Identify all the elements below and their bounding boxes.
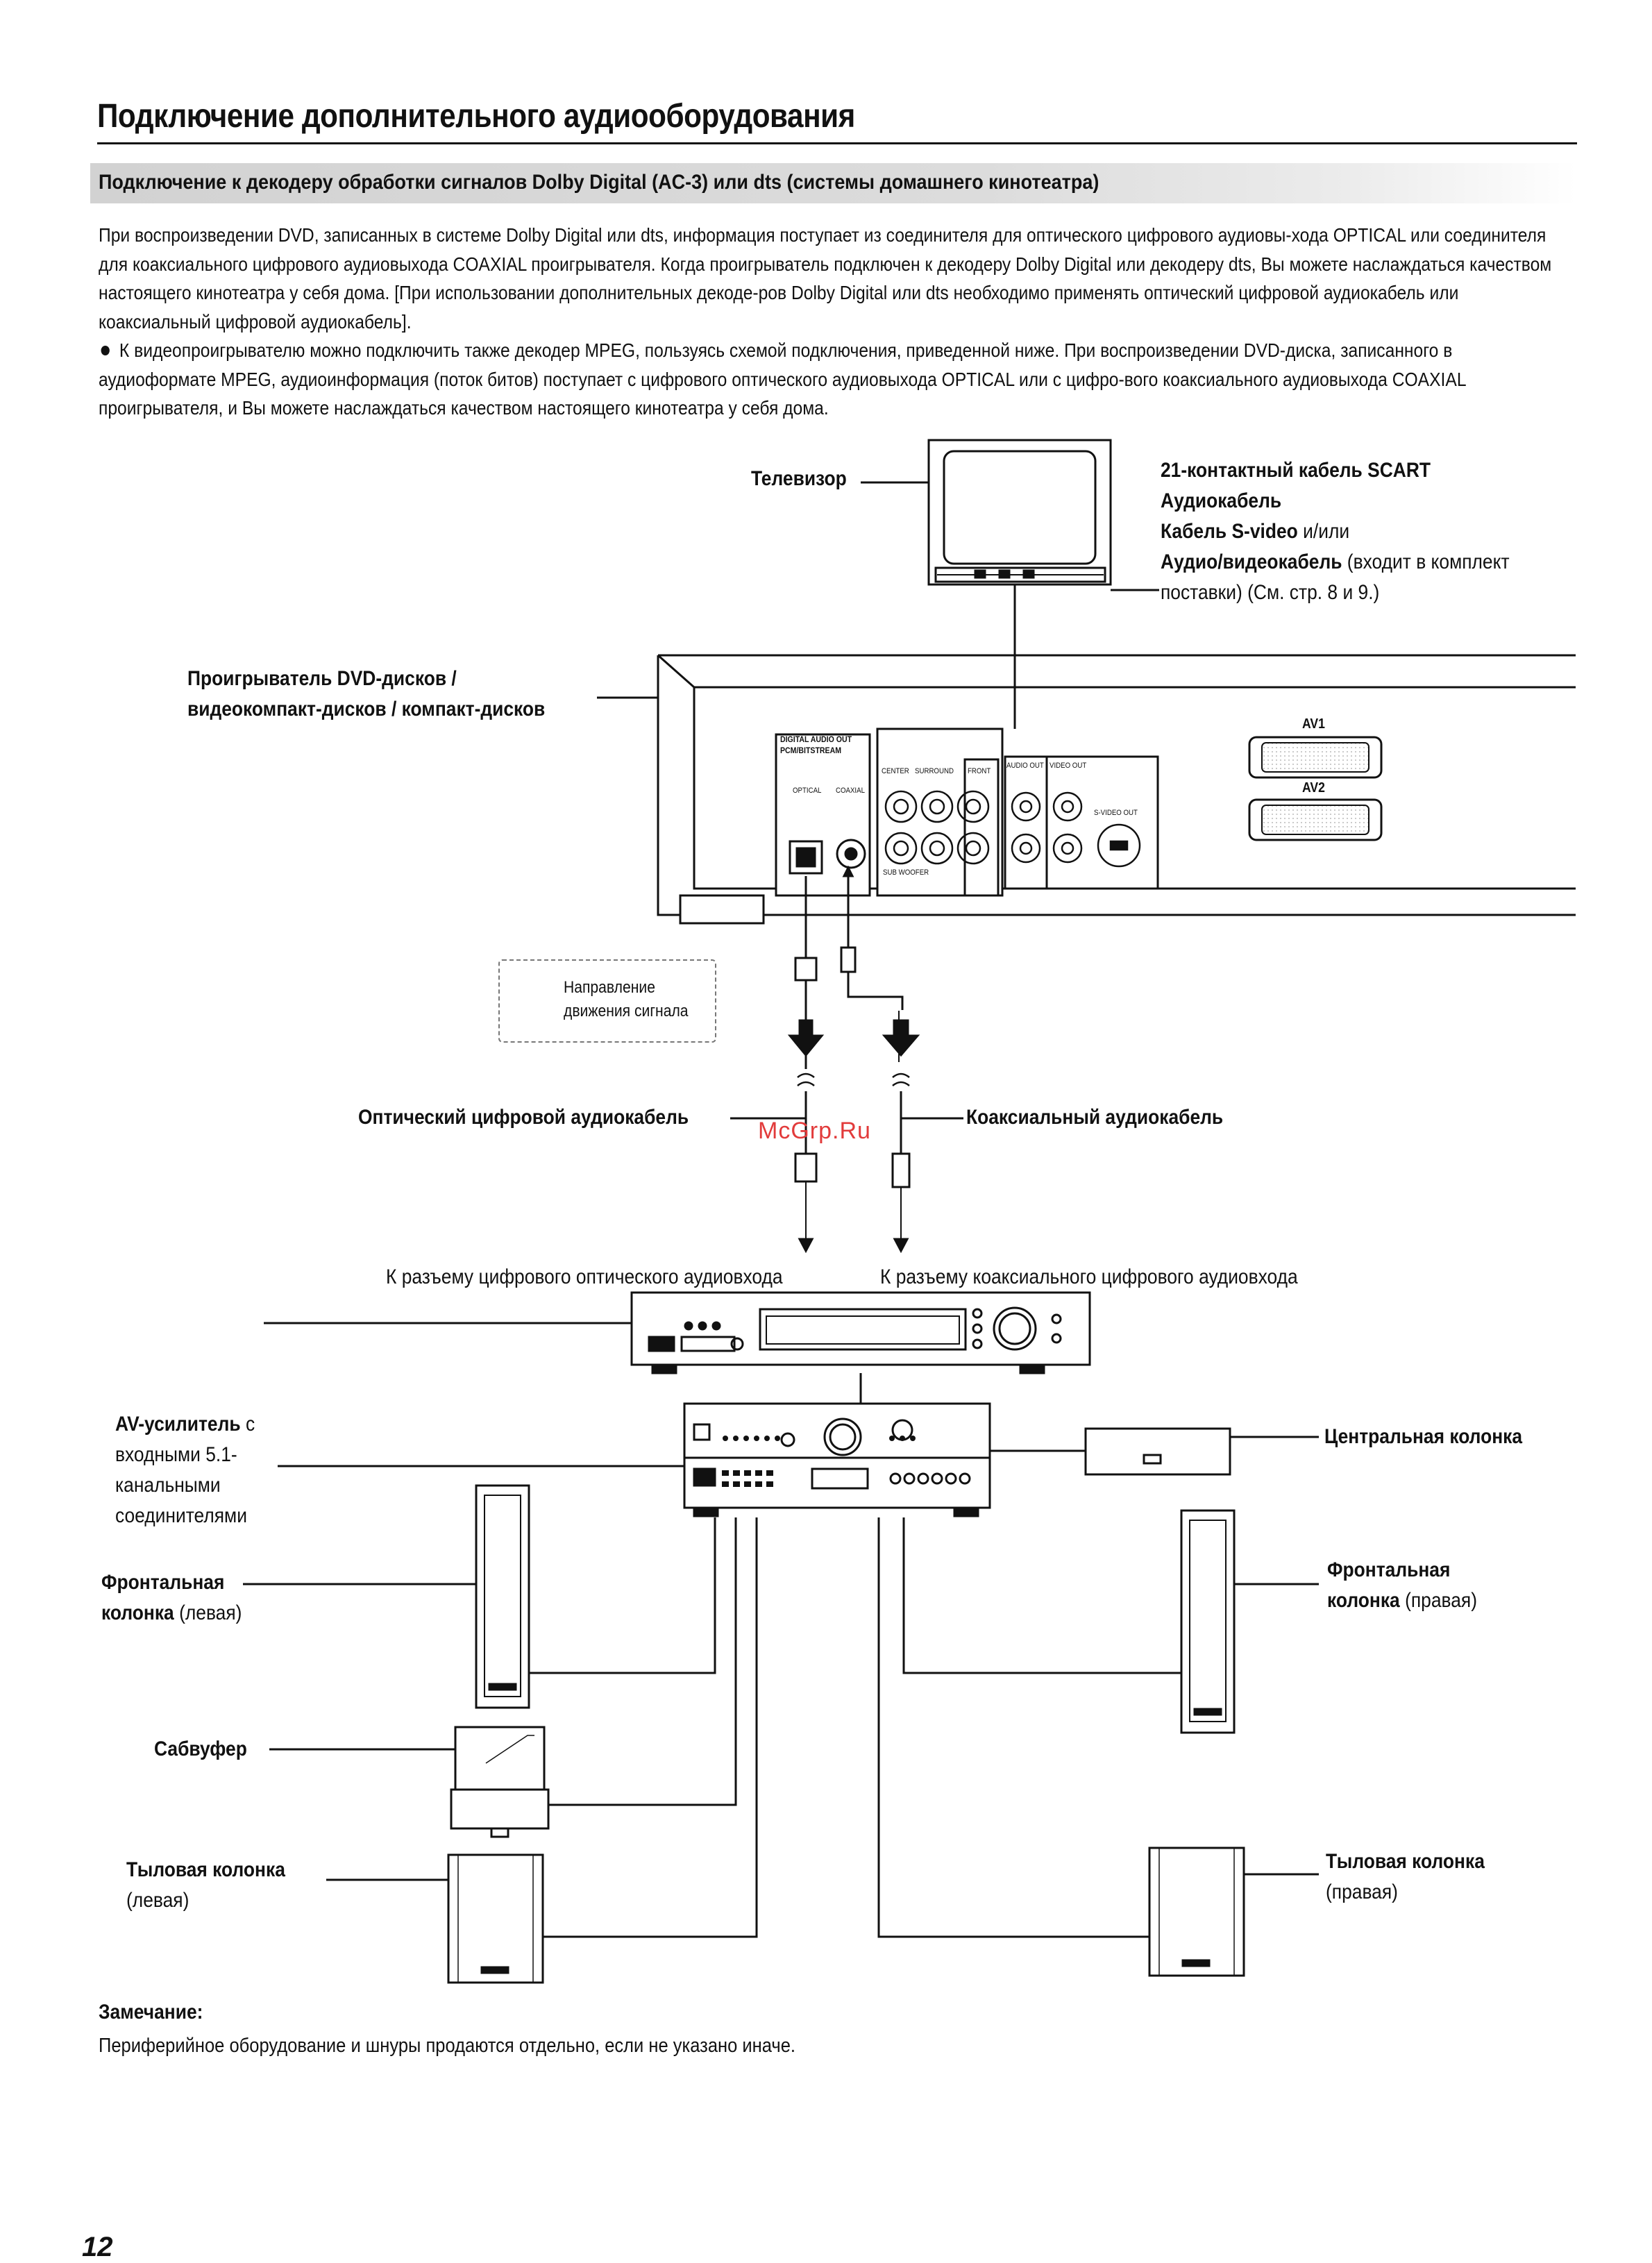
panel-av1-label: AV1 (1302, 716, 1325, 732)
panel-video-out-label: VIDEO OUT (1050, 762, 1087, 770)
optical-cable-drawing (794, 876, 818, 1254)
panel-subwoofer-label: SUB WOOFER (883, 868, 929, 877)
tv-icon (927, 439, 1112, 586)
panel-optical-label: OPTICAL (793, 786, 822, 795)
rear-left-label: Тыловая колонка (126, 1858, 285, 1881)
signal-arrow-coaxial (882, 1019, 920, 1057)
paragraph-2: К видеопроигрывателю можно подключить та… (99, 336, 1571, 423)
panel-coaxial-label: COAXIAL (836, 786, 865, 795)
title-rule (97, 142, 1577, 144)
rear-right-speaker-drawing (1148, 1846, 1245, 1977)
amplifier-label-line4: соединителями (115, 1504, 247, 1527)
player-label: Проигрыватель DVD-дисков / (187, 667, 457, 690)
page-title: Подключение дополнительного аудиооборудо… (97, 98, 855, 135)
rear-right-label-line2: (правая) (1326, 1881, 1398, 1903)
panel-center-label: CENTER (882, 767, 909, 775)
av-amplifier-drawing (683, 1402, 991, 1517)
coaxial-cable-label: Коаксиальный аудиокабель (966, 1106, 1224, 1129)
front-right-speaker-drawing (1180, 1509, 1236, 1734)
cable-svideo-label: Кабель S-video и/или (1161, 520, 1350, 543)
panel-front-label: FRONT (968, 767, 991, 775)
signal-arrow-optical (787, 1019, 825, 1057)
rear-left-label-line2: (левая) (126, 1889, 189, 1912)
body-text: При воспроизведении DVD, записанных в си… (99, 221, 1571, 423)
dvd-player-drawing (657, 654, 1576, 925)
panel-svideo-out-label: S-VIDEO OUT (1094, 809, 1138, 817)
front-left-label: Фронтальная (101, 1571, 225, 1594)
subwoofer-label: Сабвуфер (154, 1738, 247, 1760)
center-speaker-drawing (1084, 1427, 1231, 1476)
panel-bitstream-label: PCM/BITSTREAM (780, 746, 841, 755)
section-subtitle: Подключение к декодеру обработки сигнало… (99, 171, 1099, 194)
paragraph-2-text: К видеопроигрывателю можно подключить та… (99, 339, 1466, 419)
player-label-line2: видеокомпакт-дисков / компакт-дисков (187, 698, 546, 721)
panel-digital-out-label: DIGITAL AUDIO OUT (780, 734, 852, 744)
front-right-label-line2: колонка (правая) (1327, 1589, 1478, 1612)
coaxial-cable-drawing (840, 869, 911, 1254)
note-text: Периферийное оборудование и шнуры продаю… (99, 2035, 795, 2057)
paragraph-1: При воспроизведении DVD, записанных в си… (99, 224, 1552, 333)
panel-audio-out-label: AUDIO OUT (1006, 762, 1044, 770)
center-speaker-label: Центральная колонка (1324, 1425, 1523, 1448)
cable-scart-label: 21-контактный кабель SCART (1161, 459, 1431, 482)
tv-label: Телевизор (751, 467, 847, 490)
front-left-label-line2: колонка (левая) (101, 1601, 242, 1624)
panel-av2-label: AV2 (1302, 780, 1325, 796)
rear-left-speaker-drawing (447, 1853, 544, 1984)
subtitle-band (90, 163, 1577, 203)
rear-right-label: Тыловая колонка (1326, 1850, 1485, 1873)
page-number: 12 (82, 2232, 113, 2262)
cable-av-label: Аудио/видеокабель (входит в комплект (1161, 550, 1510, 573)
to-optical-input-label: К разъему цифрового оптического аудиовхо… (386, 1265, 783, 1288)
optical-cable-label: Оптический цифровой аудиокабель (358, 1106, 689, 1129)
front-right-label: Фронтальная (1327, 1558, 1451, 1581)
decoder-unit-drawing (630, 1291, 1091, 1374)
cable-audio-label: Аудиокабель (1161, 489, 1282, 512)
note-title: Замечание: (99, 2001, 203, 2024)
watermark: McGrp.Ru (758, 1118, 871, 1144)
amplifier-label-line2: входными 5.1- (115, 1443, 237, 1466)
front-left-speaker-drawing (475, 1484, 530, 1709)
bullet-icon (101, 346, 110, 356)
cable-av-label-line2: поставки) (См. стр. 8 и 9.) (1161, 581, 1380, 604)
subwoofer-drawing (450, 1726, 550, 1838)
panel-surround-label: SURROUND (915, 767, 954, 775)
to-coaxial-input-label: К разъему коаксиального цифрового аудиов… (880, 1265, 1298, 1288)
amplifier-label-line3: канальными (115, 1474, 221, 1497)
amplifier-label: AV-усилитель с (115, 1413, 255, 1436)
